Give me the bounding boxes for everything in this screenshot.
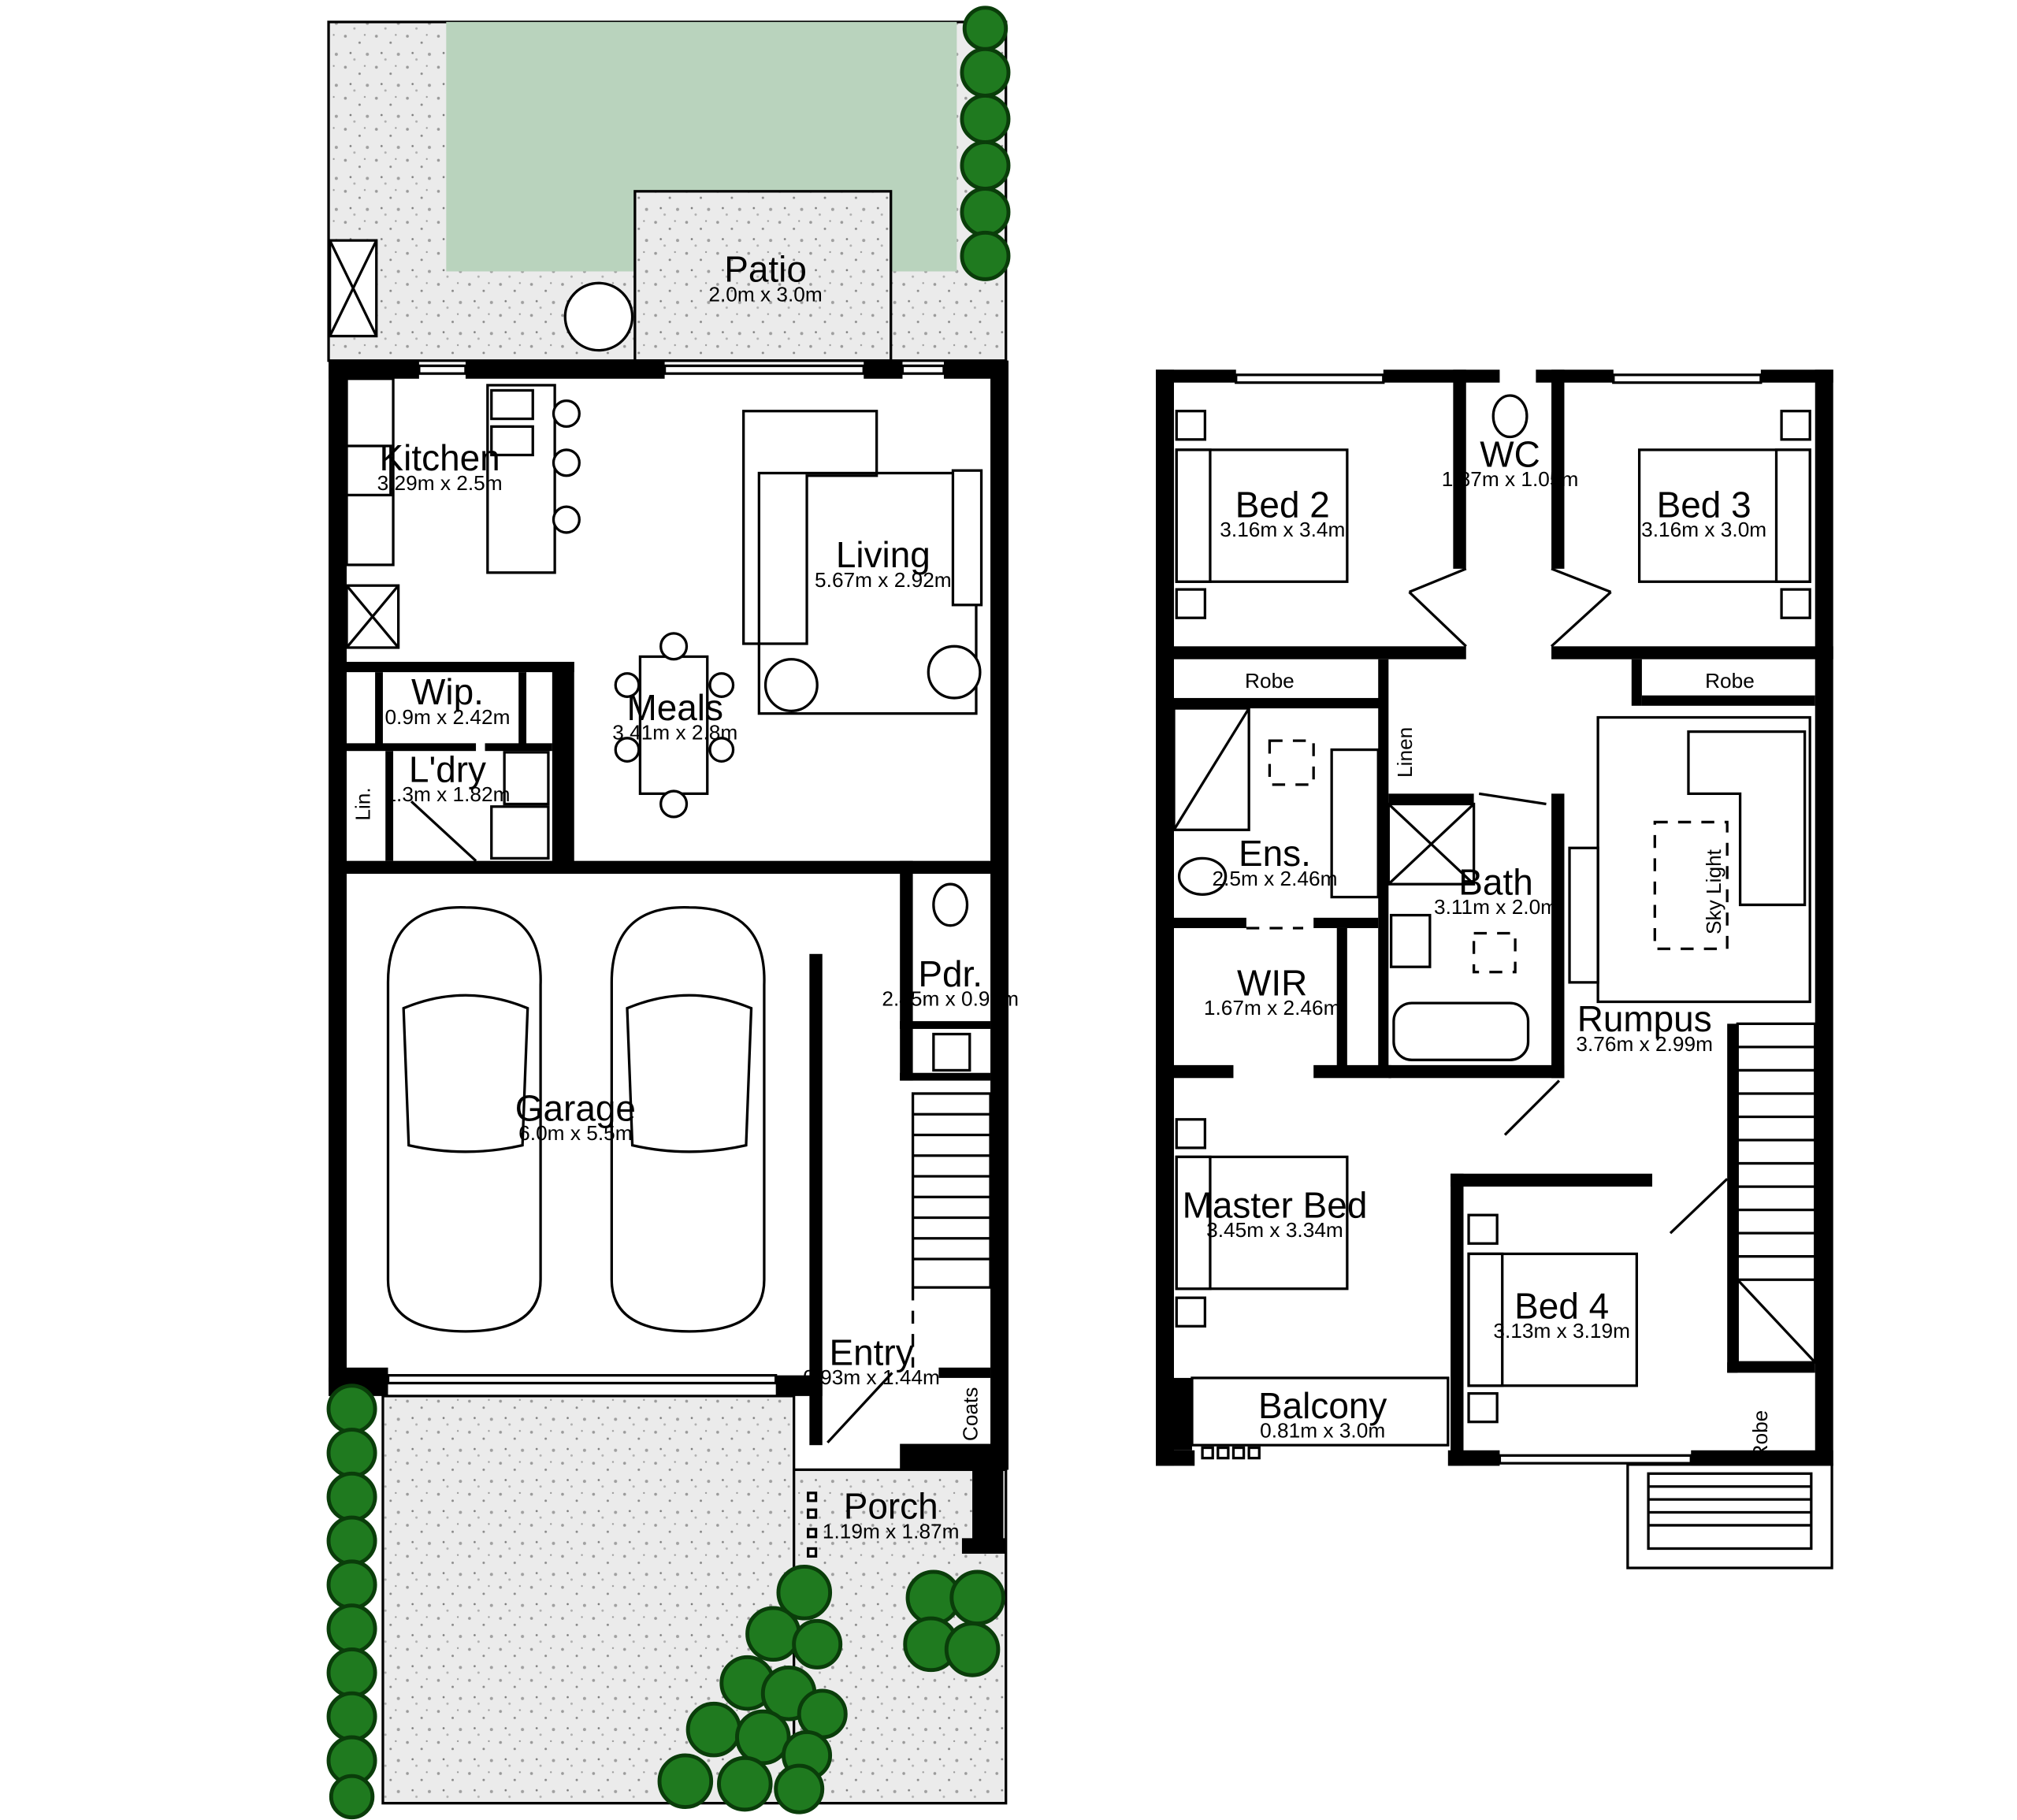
wip-size: 0.9m x 2.42m (384, 705, 510, 729)
laundry-tub (503, 751, 550, 806)
entry-size: 0.93m x 1.44m (803, 1365, 940, 1389)
shower-bath (1387, 802, 1476, 886)
front-stoop (1626, 1463, 1833, 1569)
vanity-ensuite (1330, 748, 1380, 899)
toilet-ensuite (1177, 856, 1228, 896)
bath-name: Bath (1458, 861, 1532, 902)
rumpus-tv (1568, 846, 1599, 984)
powder-size: 2.45m x 0.92m (882, 986, 1019, 1010)
rumpus-size: 3.76m x 2.99m (1576, 1032, 1713, 1056)
wip-name: Wip. (411, 671, 484, 712)
balcony-name: Balcony (1258, 1385, 1387, 1426)
kitchen-name: Kitchen (380, 437, 500, 478)
ground-floor (327, 20, 1008, 1805)
powder-name: Pdr. (918, 953, 982, 994)
living-name: Living (836, 534, 930, 575)
meals-name: Meals (626, 687, 723, 728)
ensuite-size: 2.5m x 2.46m (1212, 867, 1337, 890)
ensuite-name: Ens. (1239, 833, 1311, 874)
vanity-bath (1389, 913, 1432, 968)
sofa (742, 410, 878, 645)
car-right (610, 906, 766, 1333)
first-floor (1156, 370, 1833, 1569)
wc-name: WC (1480, 433, 1540, 474)
tree-row-front-left (326, 1384, 377, 1820)
garage-size: 6.0m x 5.5m (518, 1121, 632, 1145)
bed2-size: 3.16m x 3.4m (1220, 518, 1345, 541)
toilet-powder (932, 882, 969, 927)
patio-area (633, 190, 893, 362)
skylight-box (1653, 820, 1729, 950)
bed4-name: Bed 4 (1514, 1285, 1609, 1326)
wc-size: 1.87m x 1.05m (1442, 467, 1579, 491)
entry-name: Entry (830, 1332, 914, 1373)
balcony-size: 0.81m x 3.0m (1260, 1418, 1385, 1442)
lin-name: Lin. (351, 787, 375, 820)
living-size: 5.67m x 2.92m (815, 568, 952, 592)
wir-size: 1.67m x 2.46m (1204, 996, 1341, 1020)
tree-row-rear (960, 6, 1011, 281)
car-left (386, 906, 542, 1333)
bed3-name: Bed 3 (1657, 484, 1751, 525)
lawn (446, 21, 957, 272)
master-name: Master Bed (1183, 1184, 1368, 1225)
laundry-name: L'dry (409, 749, 486, 790)
robe-small-name: Robe (1748, 1410, 1772, 1460)
rumpus-name: Rumpus (1577, 998, 1712, 1039)
master-size: 3.45m x 3.34m (1206, 1218, 1343, 1242)
skylight-name: Sky Light (1702, 849, 1725, 934)
bathtub (1392, 1001, 1530, 1061)
washer (490, 805, 550, 860)
porch-name: Porch (844, 1486, 938, 1527)
meals-size: 3.41m x 2.8m (612, 720, 737, 744)
toilet-wc (1491, 394, 1529, 439)
stairs-first (1736, 1022, 1817, 1364)
bath-size: 3.11m x 2.0m (1434, 895, 1558, 919)
laundry-size: 1.3m x 1.82m (384, 782, 510, 806)
wir-name: WIR (1237, 962, 1307, 1003)
patio-size: 2.0m x 3.0m (708, 282, 822, 306)
tree-cluster-front (657, 1564, 1005, 1814)
vanity-powder (932, 1032, 971, 1072)
kitchen-size: 3.29m x 2.5m (377, 471, 503, 495)
bed4-size: 3.13m x 3.19m (1493, 1319, 1630, 1343)
patio-name: Patio (724, 249, 807, 290)
shower-ensuite (1172, 707, 1250, 831)
coats-name: Coats (959, 1387, 982, 1442)
stairs-ground (911, 1092, 992, 1289)
garage-name: Garage (515, 1087, 636, 1128)
linen-name: Linen (1393, 727, 1417, 778)
porch-size: 1.19m x 1.87m (823, 1519, 960, 1543)
rumpus-sofa (1687, 730, 1807, 907)
round-table (563, 281, 634, 352)
robe-left-name: Robe (1245, 669, 1295, 693)
tv-unit (951, 469, 983, 607)
bed2-name: Bed 2 (1235, 484, 1330, 525)
bed3-size: 3.16m x 3.0m (1641, 518, 1766, 541)
robe-right-name: Robe (1705, 669, 1755, 693)
